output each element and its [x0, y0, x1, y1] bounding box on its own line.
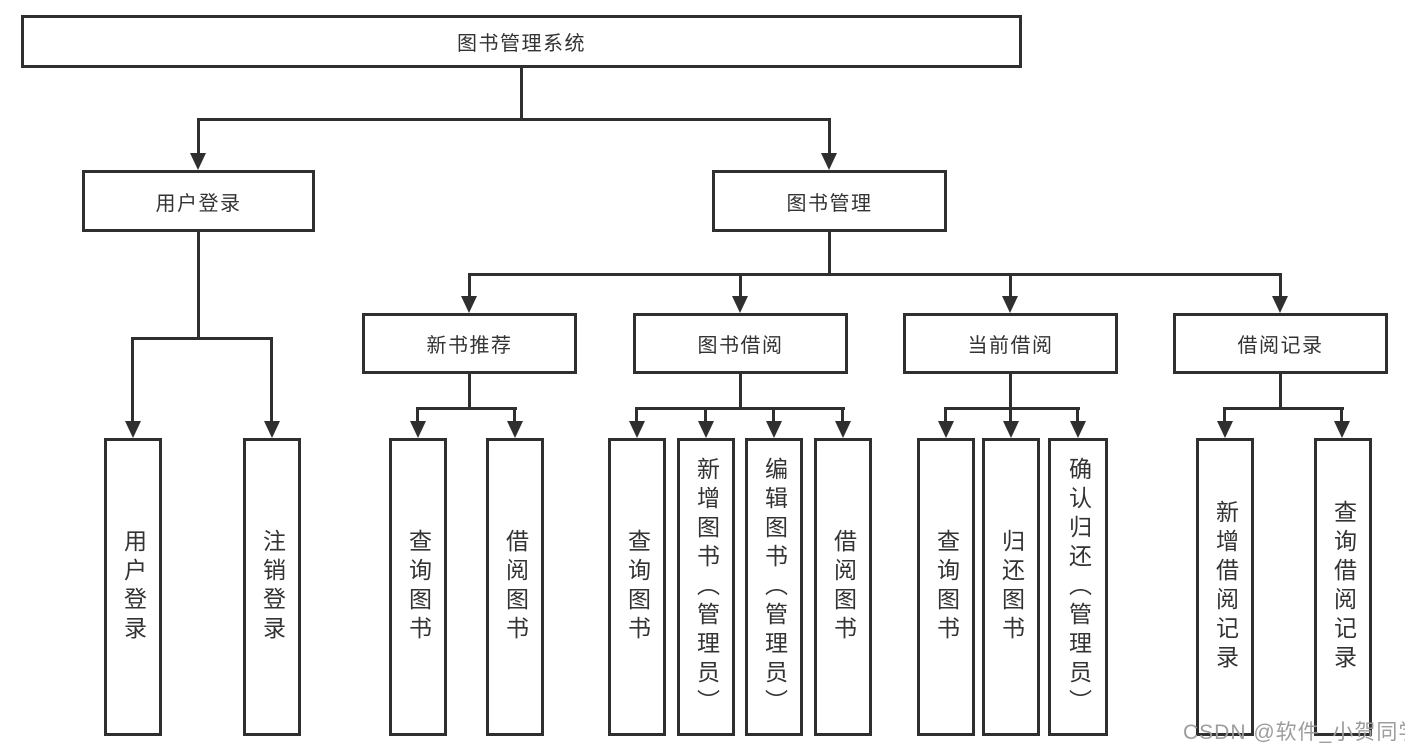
arrow-down-icon [1334, 421, 1350, 438]
leaf-current-confirm-return-admin: 确认归还（管理员） [1048, 438, 1108, 736]
connector-line [739, 374, 742, 407]
arrow-down-icon [461, 296, 477, 313]
arrow-down-icon [732, 296, 748, 313]
connector-line [468, 273, 1281, 276]
node-root-library-management-system: 图书管理系统 [21, 15, 1022, 68]
connector-line [1340, 407, 1343, 422]
csdn-watermark: CSDN @软件_小贺同学 [1183, 721, 1405, 744]
connector-line [520, 68, 523, 118]
connector-line [197, 232, 200, 337]
connector-line [468, 273, 471, 297]
leaf-records-query-borrow-record: 查询借阅记录 [1314, 438, 1372, 736]
connector-line [944, 407, 947, 422]
arrow-down-icon [410, 421, 426, 438]
connector-line [1009, 407, 1012, 422]
arrow-down-icon [938, 421, 954, 438]
arrow-down-icon [821, 153, 837, 170]
leaf-borrowing-borrow-books: 借阅图书 [814, 438, 872, 736]
leaf-user-login: 用户登录 [104, 438, 162, 736]
connector-line [1009, 374, 1012, 407]
connector-line [416, 407, 517, 410]
arrow-down-icon [1217, 421, 1233, 438]
connector-line [635, 407, 845, 410]
arrow-down-icon [1003, 421, 1019, 438]
connector-line [513, 407, 516, 422]
arrow-down-icon [125, 421, 141, 438]
connector-line [1279, 273, 1282, 297]
leaf-current-return-books: 归还图书 [982, 438, 1040, 736]
connector-line [704, 407, 707, 422]
node-current-borrowing: 当前借阅 [903, 313, 1118, 374]
connector-line [772, 407, 775, 422]
connector-line [635, 407, 638, 422]
node-borrowing-records: 借阅记录 [1173, 313, 1388, 374]
connector-line [416, 407, 419, 422]
arrow-down-icon [264, 421, 280, 438]
connector-line [131, 337, 134, 422]
node-user-login: 用户登录 [82, 170, 315, 232]
arrow-down-icon [1070, 421, 1086, 438]
leaf-borrowing-add-books-admin: 新增图书（管理员） [677, 438, 735, 736]
node-book-borrowing: 图书借阅 [633, 313, 848, 374]
connector-line [828, 118, 831, 155]
arrow-down-icon [190, 153, 206, 170]
connector-line [828, 232, 831, 273]
connector-line [131, 337, 273, 340]
connector-line [1279, 374, 1282, 407]
arrow-down-icon [698, 421, 714, 438]
arrow-down-icon [1002, 296, 1018, 313]
connector-line [270, 337, 273, 422]
connector-line [841, 407, 844, 422]
leaf-recommend-query-books: 查询图书 [389, 438, 447, 736]
node-new-book-recommend: 新书推荐 [362, 313, 577, 374]
leaf-recommend-borrow-books: 借阅图书 [486, 438, 544, 736]
leaf-records-add-borrow-record: 新增借阅记录 [1196, 438, 1254, 736]
connector-line [944, 407, 1080, 410]
arrow-down-icon [507, 421, 523, 438]
connector-line [1223, 407, 1344, 410]
leaf-current-query-books: 查询图书 [917, 438, 975, 736]
leaf-logout: 注销登录 [243, 438, 301, 736]
connector-line [468, 374, 471, 407]
node-book-management: 图书管理 [712, 170, 947, 232]
arrow-down-icon [835, 421, 851, 438]
connector-line [197, 118, 831, 121]
connector-line [1223, 407, 1226, 422]
leaf-borrowing-query-books: 查询图书 [608, 438, 666, 736]
leaf-borrowing-edit-books-admin: 编辑图书（管理员） [745, 438, 803, 736]
connector-line [739, 273, 742, 297]
arrow-down-icon [629, 421, 645, 438]
arrow-down-icon [1272, 296, 1288, 313]
connector-line [1009, 273, 1012, 297]
connector-line [1076, 407, 1079, 422]
arrow-down-icon [766, 421, 782, 438]
connector-line [197, 118, 200, 155]
